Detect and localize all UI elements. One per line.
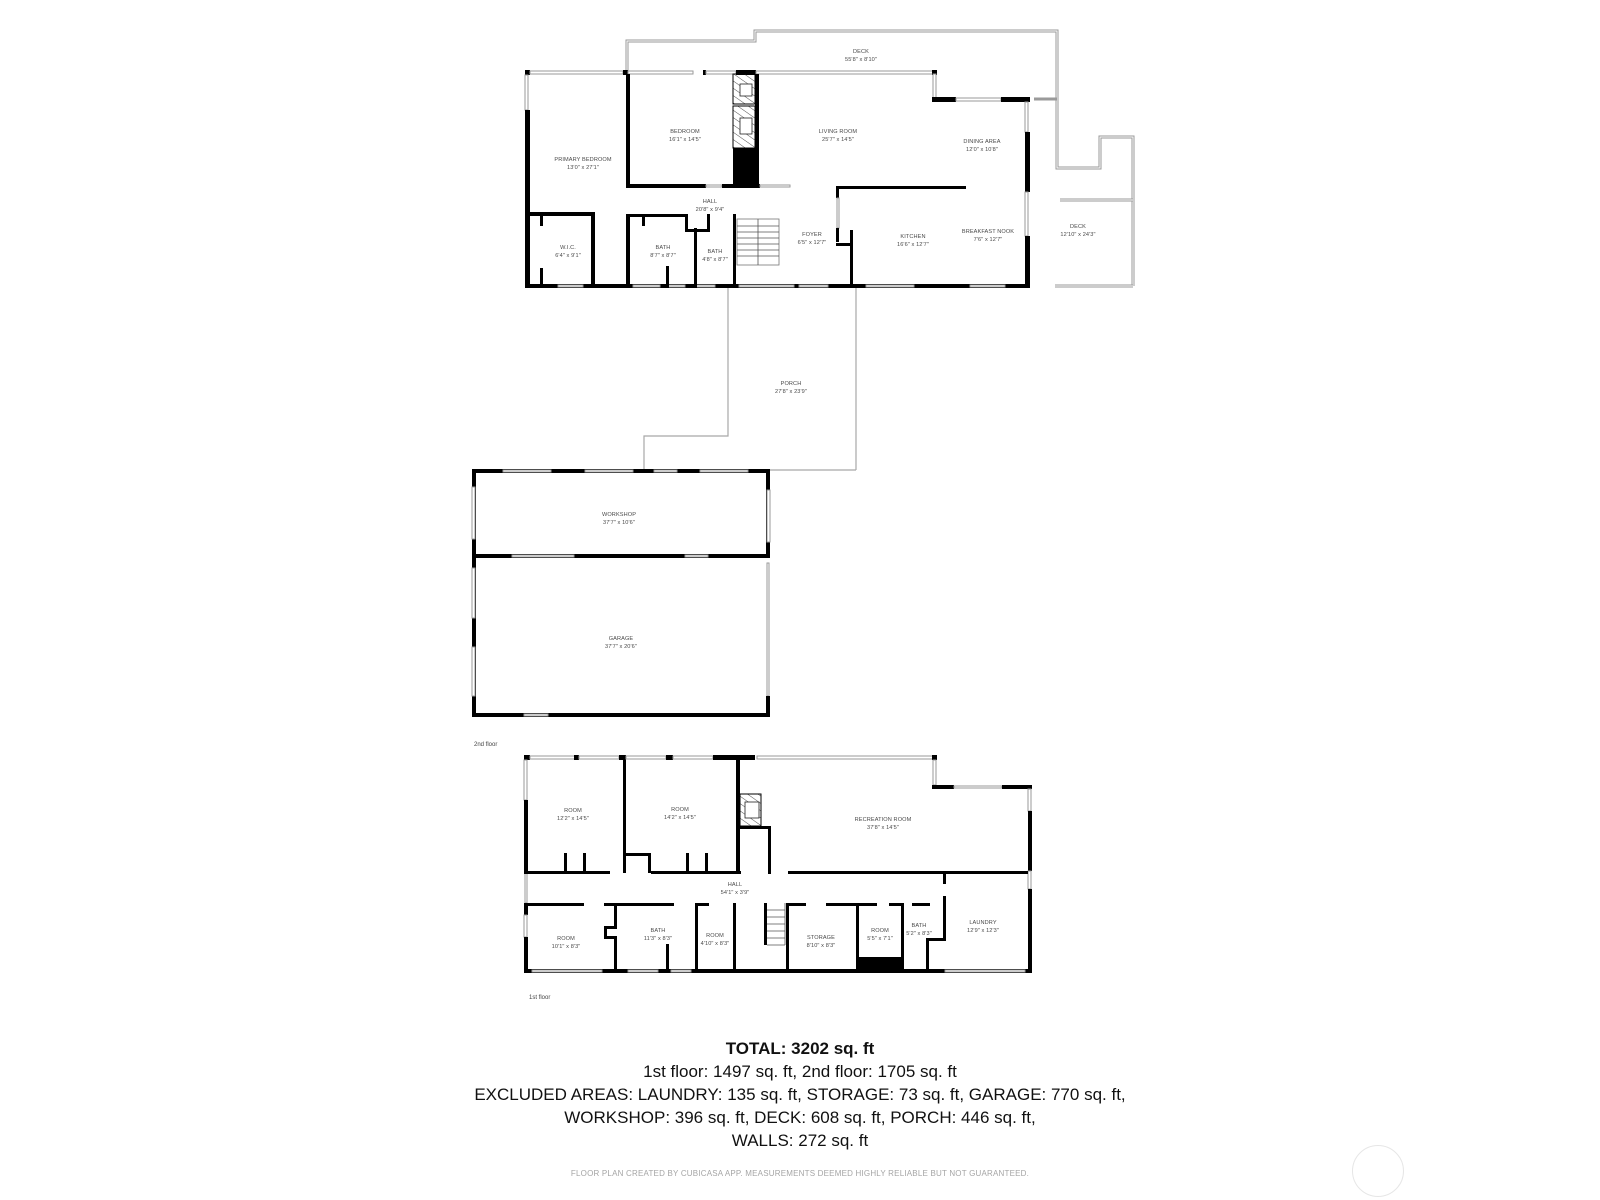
room-name: WORKSHOP bbox=[602, 512, 636, 518]
room-name: FOYER bbox=[802, 232, 822, 238]
walls-area: WALLS: 272 sq. ft bbox=[731, 1131, 869, 1150]
room-dims: 12'9" x 12'3" bbox=[967, 928, 999, 934]
room-name: KITCHEN bbox=[900, 234, 925, 240]
room-name: BATH bbox=[651, 928, 666, 934]
room-name: BATH bbox=[708, 249, 723, 255]
lower-room-labels: ROOM 12'2" x 14'5" ROOM 14'2" x 14'5" RE… bbox=[552, 807, 999, 950]
room-dims: 8'7" x 8'7" bbox=[650, 253, 676, 259]
room-dims: 20'8" x 9'4" bbox=[696, 207, 725, 213]
room-dims: 12'10" x 24'3" bbox=[1060, 232, 1095, 238]
room-dims: 14'2" x 14'5" bbox=[664, 815, 696, 821]
room-dims: 6'4" x 9'1" bbox=[555, 253, 581, 259]
upper-room-labels: DECK 55'8" x 8'10" PRIMARY BEDROOM 13'0"… bbox=[554, 49, 1095, 650]
room-name: W.I.C. bbox=[560, 245, 576, 251]
room-dims: 54'1" x 3'9" bbox=[721, 890, 750, 896]
room-name: RECREATION ROOM bbox=[855, 817, 912, 823]
room-name: BREAKFAST NOOK bbox=[962, 229, 1014, 235]
room-dims: 16'6" x 12'7" bbox=[897, 242, 929, 248]
room-dims: 55'8" x 8'10" bbox=[845, 57, 877, 63]
room-dims: 25'7" x 14'5" bbox=[822, 137, 854, 143]
room-name: LIVING ROOM bbox=[819, 129, 858, 135]
room-dims: 4'10" x 8'3" bbox=[701, 941, 730, 947]
room-dims: 10'1" x 8'3" bbox=[552, 944, 581, 950]
room-dims: 12'0" x 10'8" bbox=[966, 147, 998, 153]
room-name: BATH bbox=[912, 923, 927, 929]
total-area: TOTAL: 3202 sq. ft bbox=[725, 1039, 875, 1058]
room-name: ROOM bbox=[706, 933, 724, 939]
excluded-areas-line-2: WORKSHOP: 396 sq. ft, DECK: 608 sq. ft, … bbox=[564, 1108, 1036, 1127]
room-name: DECK bbox=[1070, 224, 1086, 230]
room-name: HALL bbox=[703, 199, 717, 205]
room-name: STORAGE bbox=[807, 935, 835, 941]
room-dims: 13'0" x 27'1" bbox=[567, 165, 599, 171]
watermark-logo-icon bbox=[1352, 1145, 1404, 1197]
room-dims: 37'7" x 20'6" bbox=[605, 644, 637, 650]
room-name: PORCH bbox=[781, 381, 802, 387]
room-name: BEDROOM bbox=[670, 129, 700, 135]
room-dims: 6'5" x 12'7" bbox=[798, 240, 827, 246]
stairs-upper bbox=[736, 218, 780, 266]
upper-floor-plan bbox=[471, 29, 1135, 717]
room-dims: 5'5" x 7'1" bbox=[867, 936, 893, 942]
room-name: ROOM bbox=[671, 807, 689, 813]
room-name: HALL bbox=[728, 882, 742, 888]
room-dims: 4'8" x 8'7" bbox=[702, 257, 728, 263]
stairs-lower bbox=[764, 903, 786, 946]
deck-top-outline bbox=[625, 29, 1135, 288]
room-dims: 8'10" x 8'3" bbox=[807, 943, 836, 949]
room-dims: 27'8" x 23'9" bbox=[775, 389, 807, 395]
room-name: ROOM bbox=[871, 928, 889, 934]
room-name: DECK bbox=[853, 49, 869, 55]
room-dims: 37'8" x 14'5" bbox=[867, 825, 899, 831]
room-dims: 12'2" x 14'5" bbox=[557, 816, 589, 822]
room-name: LAUNDRY bbox=[969, 920, 996, 926]
room-name: PRIMARY BEDROOM bbox=[554, 157, 611, 163]
upper-floor-label: 2nd floor bbox=[474, 742, 498, 748]
room-name: BATH bbox=[656, 245, 671, 251]
disclaimer-text: FLOOR PLAN CREATED BY CUBICASA APP. MEAS… bbox=[570, 1169, 1030, 1178]
room-dims: 5'2" x 8'3" bbox=[906, 931, 932, 937]
room-dims: 37'7" x 10'6" bbox=[603, 520, 635, 526]
room-dims: 16'1" x 14'5" bbox=[669, 137, 701, 143]
room-name: ROOM bbox=[557, 936, 575, 942]
room-name: GARAGE bbox=[609, 636, 634, 642]
room-dims: 11'3" x 8'3" bbox=[644, 936, 672, 942]
lower-floor-label: 1st floor bbox=[529, 995, 551, 1001]
room-dims: 7'6" x 12'7" bbox=[974, 237, 1003, 243]
lower-floor-plan bbox=[523, 755, 1032, 973]
floor-areas: 1st floor: 1497 sq. ft, 2nd floor: 1705 … bbox=[643, 1062, 957, 1081]
room-name: ROOM bbox=[564, 808, 582, 814]
room-name: DINING AREA bbox=[963, 139, 1000, 145]
excluded-areas-line-1: EXCLUDED AREAS: LAUNDRY: 135 sq. ft, STO… bbox=[474, 1085, 1126, 1104]
